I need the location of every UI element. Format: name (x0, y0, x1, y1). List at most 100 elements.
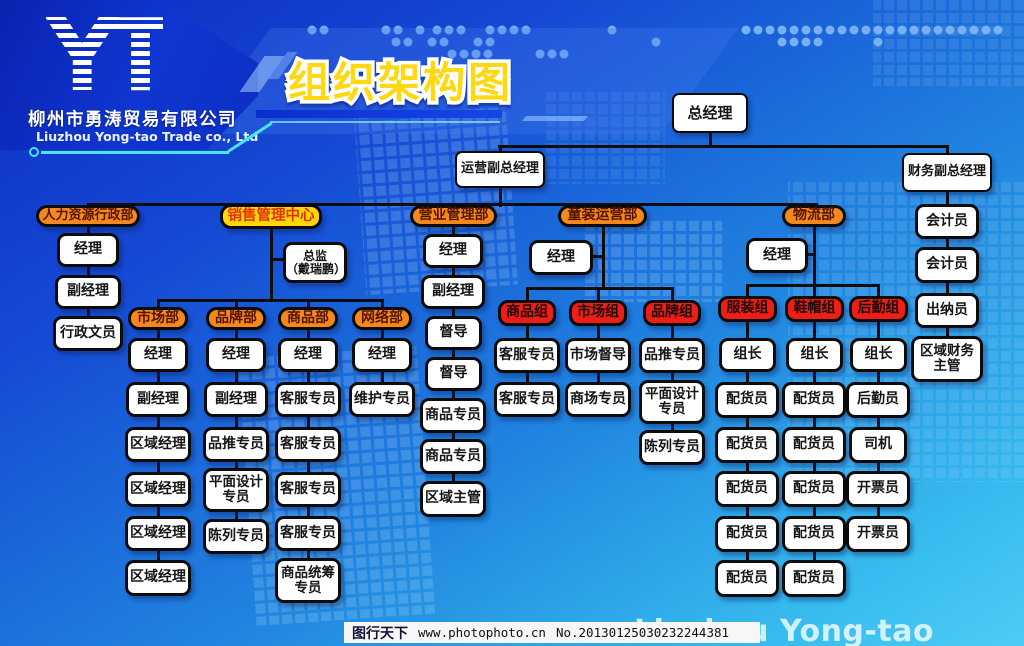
org-node-kg: 商品组 (498, 300, 556, 326)
connector-line (946, 326, 949, 338)
org-node-km2: 商场专员 (565, 382, 631, 417)
org-node-y6: 商品专员 (420, 439, 486, 474)
org-node-b2: 副经理 (204, 382, 268, 417)
org-node-finsup: 区域财务 主管 (911, 336, 983, 382)
connector-line (307, 460, 310, 474)
connector-line (498, 145, 949, 148)
connector-line (813, 505, 816, 518)
org-node-sp: 后勤组 (849, 296, 908, 322)
connector-line (452, 348, 455, 359)
connector-line (87, 203, 818, 206)
watermark-bar: 图行天下 www.photophoto.cn No.20130125030232… (344, 622, 760, 643)
org-node-y1: 经理 (423, 234, 483, 268)
org-node-g3: 客服专员 (275, 427, 341, 462)
connector-line (746, 286, 749, 298)
connector-line (270, 228, 273, 300)
org-node-cl2: 配货员 (715, 382, 779, 418)
connector-line (746, 416, 749, 429)
connector-line (877, 461, 880, 473)
org-node-logid: 物流部 (782, 205, 846, 227)
connector-line (946, 145, 949, 156)
org-node-cl: 服装组 (718, 296, 777, 322)
org-node-m3: 区域经理 (125, 427, 191, 462)
org-node-sp2: 后勤员 (846, 382, 910, 418)
connector-line (526, 289, 529, 302)
connector-line (452, 225, 455, 236)
org-node-m4: 区域经理 (125, 472, 191, 507)
circuit-line (270, 121, 500, 123)
connector-line (452, 431, 455, 441)
org-node-km: 市场组 (569, 300, 627, 326)
connector-line (671, 289, 674, 302)
connector-line (592, 255, 604, 258)
org-node-kb3: 陈列专员 (639, 430, 705, 465)
org-node-km1: 市场督导 (565, 338, 631, 373)
connector-line (87, 225, 90, 235)
connector-line (877, 505, 880, 518)
connector-line (746, 550, 749, 562)
org-node-acc2: 会计员 (915, 247, 979, 283)
org-node-cl1: 组长 (719, 338, 776, 372)
org-node-kb: 品牌组 (643, 300, 701, 326)
connector-line (813, 226, 816, 286)
org-node-sp1: 组长 (850, 338, 907, 372)
org-node-lmgr: 经理 (746, 238, 808, 273)
connector-line (877, 286, 880, 298)
org-node-sales: 销售管理中心 (220, 204, 322, 229)
connector-line (526, 371, 529, 384)
connector-line (235, 460, 238, 470)
watermark-url: www.photophoto.cn (418, 625, 546, 640)
connector-line (877, 416, 880, 429)
org-node-kidsd: 童装运营部 (558, 205, 647, 227)
org-node-n1: 经理 (352, 338, 412, 372)
connector-line (877, 370, 880, 384)
connector-line (813, 286, 816, 298)
connector-line (157, 505, 160, 518)
connector-line (452, 307, 455, 318)
company-name-cn: 柳州市勇涛贸易有限公司 (28, 110, 237, 130)
connector-line (946, 190, 949, 206)
org-node-cl6: 配货员 (715, 560, 779, 597)
connector-line (235, 370, 238, 384)
connector-line (746, 370, 749, 384)
org-node-g1: 经理 (278, 338, 338, 372)
org-node-y4: 督导 (425, 357, 482, 391)
org-node-gdd: 商品部 (278, 307, 338, 330)
connector-line (671, 324, 674, 340)
org-node-hr: 人力资源行政部 (36, 205, 140, 227)
connector-line (526, 324, 529, 340)
connector-line (452, 389, 455, 400)
connector-line (307, 301, 310, 309)
org-node-g6: 商品统筹 专员 (275, 558, 341, 603)
connector-line (87, 307, 90, 318)
org-node-kb1: 品推专员 (639, 338, 705, 373)
org-node-hr3: 行政文员 (53, 316, 123, 351)
org-node-b1: 经理 (206, 338, 266, 372)
org-node-hr1: 经理 (57, 233, 119, 267)
connector-line (671, 422, 674, 432)
org-node-y2: 副经理 (421, 275, 485, 309)
connector-line (597, 371, 600, 384)
org-node-cl4: 配货员 (715, 471, 779, 507)
connector-line (157, 415, 160, 429)
org-node-sh4: 配货员 (782, 471, 846, 507)
org-node-kmgr: 经理 (529, 240, 593, 275)
connector-line (746, 320, 749, 340)
org-node-sh6: 配货员 (782, 560, 846, 597)
org-node-netd: 网络部 (352, 307, 412, 330)
org-node-mktd: 市场部 (128, 307, 188, 330)
org-node-cash: 出纳员 (915, 293, 979, 328)
connector-line (877, 320, 880, 340)
connector-line (235, 328, 238, 340)
org-node-m2: 副经理 (126, 382, 190, 417)
connector-line (597, 324, 600, 340)
connector-line (157, 328, 160, 340)
connector-line (381, 328, 384, 340)
connector-line (526, 287, 674, 290)
page-title-outline: 组织架构图 (284, 58, 514, 107)
connector-line (157, 460, 160, 474)
connector-line (813, 320, 816, 340)
connector-line (307, 415, 310, 429)
